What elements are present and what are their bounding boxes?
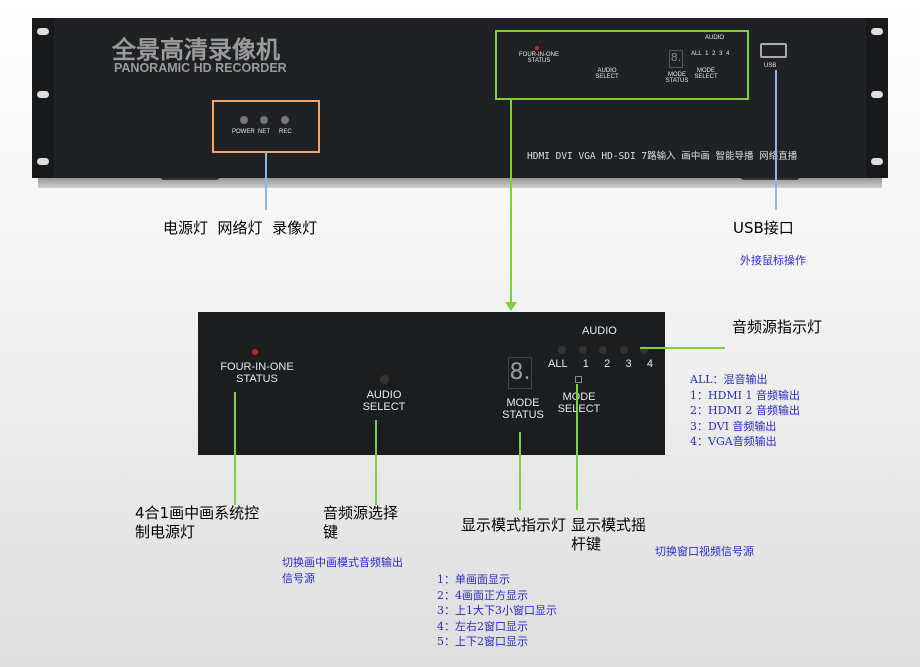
mode-status-label: MODE STATUS bbox=[502, 397, 544, 421]
four-in-one-label: FOUR-IN-ONE STATUS bbox=[220, 361, 294, 385]
rec-led bbox=[281, 116, 289, 124]
mode-display: 8. bbox=[669, 50, 683, 68]
mode-light-label: 显示模式指示灯 bbox=[461, 516, 567, 534]
indicator-callout-line bbox=[265, 153, 267, 210]
audio-led-callout-line bbox=[640, 347, 725, 349]
four-in-one-callout-line bbox=[234, 392, 236, 505]
rec-label: REC bbox=[279, 129, 292, 135]
power-label: POWER bbox=[232, 129, 255, 135]
usb-label: USB bbox=[764, 63, 777, 69]
audio-select-button[interactable] bbox=[380, 375, 389, 384]
device-title-cn: 全景高清录像机 bbox=[112, 36, 280, 64]
control-panel-closeup: FOUR-IN-ONE STATUS AUDIO SELECT 8. MODE … bbox=[198, 312, 665, 455]
mode-joystick[interactable] bbox=[575, 376, 582, 383]
mode-select-label: MODE SELECT bbox=[694, 68, 718, 81]
rack-ear-left bbox=[32, 18, 54, 178]
four-in-one-led bbox=[252, 349, 258, 355]
indicator-lights-label: 电源灯 网络灯 录像灯 bbox=[163, 219, 318, 237]
usb-callout-line bbox=[775, 70, 777, 210]
indicator-highlight-box: POWER NET REC bbox=[212, 100, 320, 153]
usb-port[interactable] bbox=[760, 43, 787, 58]
joystick-label: 显示模式摇杆键 bbox=[571, 516, 647, 553]
recorder-front-panel: 全景高清录像机 PANORAMIC HD RECORDER POWER NET … bbox=[32, 18, 888, 178]
audio-select-label: AUDIO SELECT bbox=[362, 389, 406, 413]
audio-label: AUDIO bbox=[582, 325, 617, 337]
audio-leds bbox=[558, 346, 648, 354]
power-led bbox=[240, 116, 248, 124]
net-led bbox=[260, 116, 268, 124]
joystick-desc: 切换窗口视频信号源 bbox=[655, 545, 754, 558]
mode-select-label: MODE SELECT bbox=[557, 391, 601, 415]
feature-strip: HDMI DVI VGA HD-SDI 7路输入 画中画 智能导播 网络直播 bbox=[527, 151, 798, 162]
net-label: NET bbox=[258, 129, 270, 135]
mode-status-label: MODE STATUS bbox=[665, 72, 689, 85]
device-title-en: PANORAMIC HD RECORDER bbox=[114, 61, 287, 75]
audio-key-label: 音频源选择键 bbox=[323, 504, 399, 541]
four-in-one-led bbox=[535, 46, 539, 50]
device-base bbox=[38, 176, 882, 188]
mode-status-callout-line bbox=[519, 432, 521, 510]
audio-label: AUDIO bbox=[705, 35, 725, 41]
rack-ear-right bbox=[866, 18, 888, 178]
audio-channel-labels: ALL 1 2 3 4 bbox=[691, 51, 730, 57]
mode-select-callout-line bbox=[576, 384, 578, 510]
usb-port-label: USB接口 bbox=[733, 219, 794, 237]
audio-source-light-label: 音频源指示灯 bbox=[732, 318, 823, 336]
pip-power-label: 4合1画中画系统控制电源灯 bbox=[135, 504, 260, 541]
mode-display: 8. bbox=[508, 357, 532, 389]
zoom-arrow-head bbox=[505, 302, 517, 311]
audio-select-label: AUDIO SELECT bbox=[595, 68, 619, 81]
four-in-one-label: FOUR-IN-ONE STATUS bbox=[519, 52, 559, 65]
control-highlight-box: FOUR-IN-ONE STATUS AUDIO SELECT 8. MODE … bbox=[495, 30, 749, 100]
usb-desc: 外接鼠标操作 bbox=[740, 254, 806, 267]
audio-key-desc: 切换画中画模式音频输出信号源 bbox=[282, 556, 403, 585]
audio-select-callout-line bbox=[375, 420, 377, 505]
zoom-arrow-line bbox=[510, 100, 512, 306]
